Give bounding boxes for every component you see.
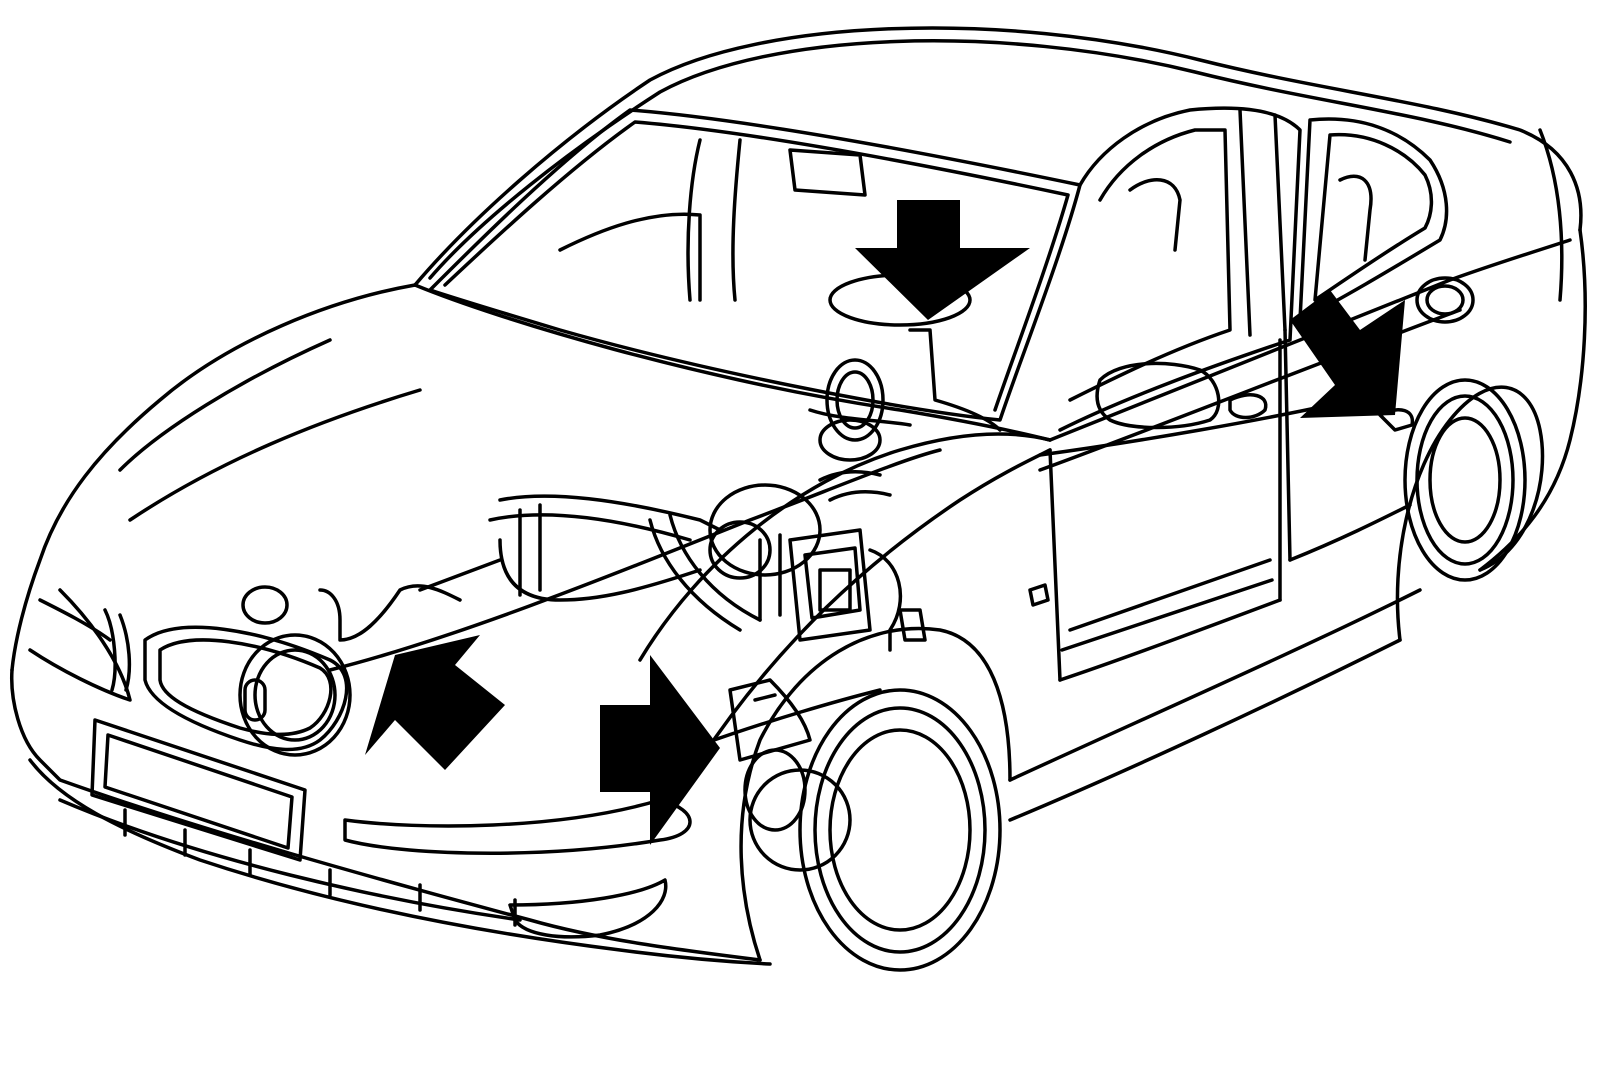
rear-wheel [1403, 378, 1527, 582]
interior-seats [558, 138, 1373, 327]
callout-arrow-right-front-wheel [600, 655, 720, 845]
headlight [28, 588, 352, 757]
callout-arrow-up-left-headlight [365, 635, 505, 770]
callout-arrow-down-right-rear-door [1290, 290, 1405, 418]
side-windows [1058, 106, 1449, 432]
lower-bumper-grille [58, 798, 522, 927]
engine-components [241, 328, 1002, 832]
front-grille [103, 608, 349, 752]
fog-light [343, 798, 692, 939]
front-door [1028, 338, 1282, 682]
front-wheel [748, 688, 1002, 972]
sensor-wiring [328, 403, 1332, 747]
callout-arrow-down-cabin [855, 200, 1030, 320]
license-plate [90, 718, 307, 862]
